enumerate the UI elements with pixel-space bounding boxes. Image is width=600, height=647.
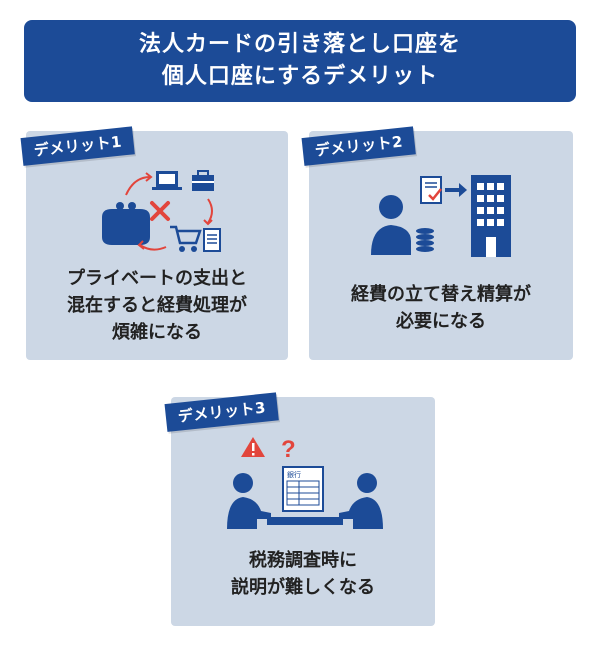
shopping-cart-icon: [170, 225, 202, 252]
laptop-icon: [152, 171, 182, 190]
cross-icon: [150, 201, 170, 221]
coins-icon: [416, 228, 434, 252]
desk-icon: [267, 517, 343, 525]
purse-icon: [102, 202, 150, 245]
demerit-card-2: 経費の立て替え精算が 必要になる: [309, 131, 573, 360]
briefcase-icon: [192, 170, 214, 191]
svg-text:?: ?: [281, 436, 296, 463]
demerit-3-caption: 税務調査時に 説明が難しくなる: [231, 550, 375, 598]
title-line-2: 個人口座にするデメリット: [161, 64, 439, 89]
bank-document-icon: 銀行: [282, 466, 324, 512]
tax-audit-illustration: ? 銀行: [227, 433, 383, 533]
demerit-card-1: プライベートの支出と 混在すると経費処理が 煩雑になる: [26, 131, 288, 360]
question-icon: ?: [281, 436, 296, 463]
demerit-2-caption: 経費の立て替え精算が 必要になる: [351, 284, 531, 332]
bank-document-label: 銀行: [287, 470, 301, 479]
office-building-icon: [471, 175, 511, 257]
reimbursement-illustration: [369, 171, 519, 261]
receipt-icon: [203, 228, 221, 252]
person-right-icon: [339, 473, 383, 529]
mixed-expenses-illustration: [96, 165, 226, 265]
person-left-icon: [227, 473, 271, 529]
person-icon: [371, 195, 411, 255]
warning-icon: [241, 437, 265, 457]
demerit-1-caption: プライベートの支出と 混在すると経費処理が 煩雑になる: [67, 268, 247, 343]
receipt-check-icon: [420, 176, 442, 204]
demerit-card-3: ? 銀行 税務調査時に: [171, 397, 435, 626]
arrow-right-icon: [445, 183, 467, 197]
title-line-1: 法人カードの引き落とし口座を: [138, 32, 461, 57]
cycle-arrows-icon: [125, 172, 213, 251]
page-title: 法人カードの引き落とし口座を 個人口座にするデメリット: [24, 20, 576, 102]
